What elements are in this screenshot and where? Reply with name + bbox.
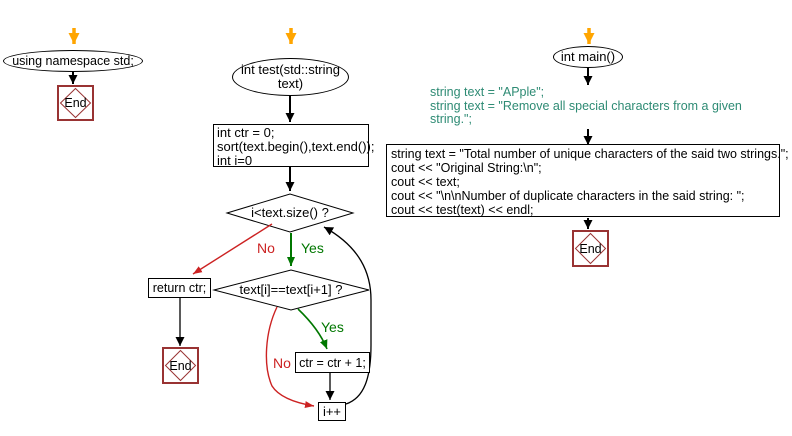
body-line5: cout << test(text) << endl;: [391, 203, 534, 217]
comment-line3: string.";: [430, 112, 472, 126]
main-comment-block: string text = "APple"; string text = "Re…: [430, 85, 760, 127]
dup-condition-text: text[i]==text[i+1] ?: [239, 282, 343, 297]
body-line3: cout << text;: [391, 175, 460, 189]
init-line1: int ctr = 0;: [217, 125, 275, 140]
main-body-box: string text = "Total number of unique ch…: [386, 144, 789, 217]
arrow-dup-no-to-step: [265, 306, 315, 408]
loop-no-label: No: [257, 240, 275, 256]
end-diamond-icon: [574, 232, 607, 265]
comment-line2: string text = "Remove all special charac…: [430, 98, 742, 113]
end-terminator-namespace: End: [57, 85, 94, 121]
end-terminator-test: End: [162, 347, 199, 384]
body-line1: string text = "Total number of unique ch…: [391, 147, 789, 161]
end-label: End: [579, 241, 602, 256]
end-diamond-icon: [164, 349, 197, 382]
dup-no-label: No: [273, 355, 291, 371]
init-line2: sort(text.begin(),text.end());: [217, 139, 375, 154]
body-line4: cout << "\n\nNumber of duplicate charact…: [391, 189, 745, 203]
start-namespace-ellipse: using namespace std;: [3, 50, 143, 72]
return-box: return ctr;: [148, 278, 211, 298]
loop-condition-text: i<text.size() ?: [251, 205, 329, 220]
init-line3: int i=0: [217, 153, 253, 168]
comment-line1: string text = "APple";: [430, 85, 545, 99]
end-label: End: [169, 358, 192, 373]
body-line2: cout << "Original String:\n";: [391, 161, 542, 175]
arrow-loop-no-to-return: [192, 223, 273, 275]
end-terminator-main: End: [572, 230, 609, 267]
loop-yes-label: Yes: [301, 240, 324, 256]
arrow-dup-yes-to-incr: [297, 308, 328, 350]
init-process-box: int ctr = 0; sort(text.begin(),text.end(…: [213, 124, 375, 168]
increment-box: ctr = ctr + 1;: [295, 352, 370, 373]
end-diamond-icon: [59, 87, 92, 119]
start-main-ellipse: int main(): [553, 46, 623, 68]
end-label: End: [64, 96, 87, 110]
test-signature-line2: text): [277, 76, 304, 91]
start-test-ellipse: int test(std::string text): [232, 58, 349, 96]
dup-yes-label: Yes: [321, 319, 344, 335]
dup-condition-diamond: [212, 269, 370, 311]
test-signature-line1: int test(std::string: [241, 62, 340, 77]
arrow-step-back-to-loop: [323, 226, 372, 405]
step-box: i++: [318, 402, 346, 421]
